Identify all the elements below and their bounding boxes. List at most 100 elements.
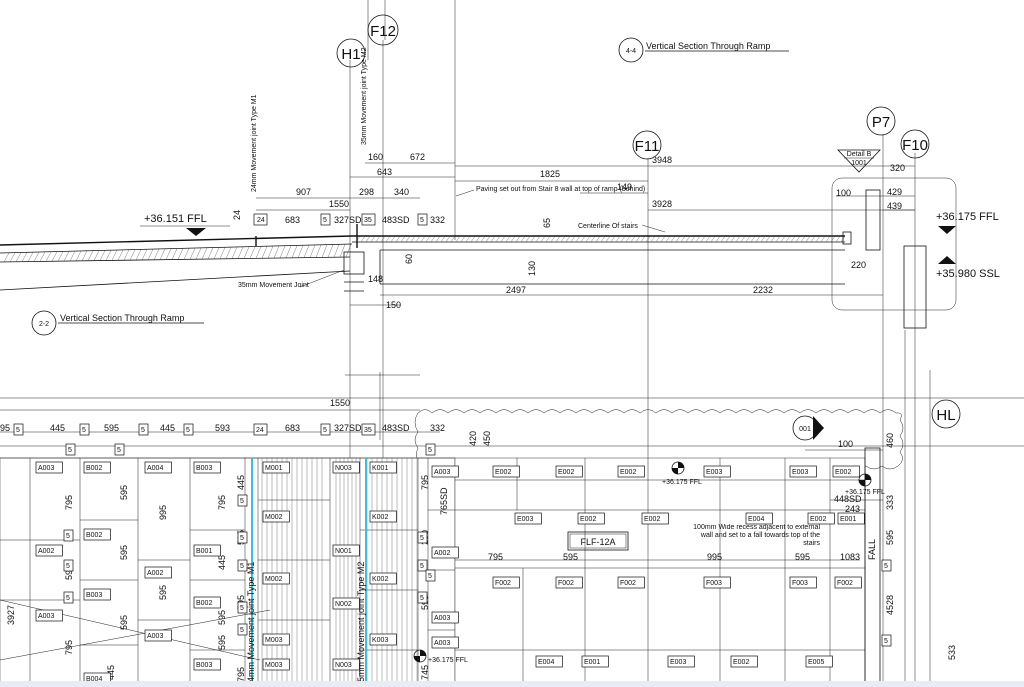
tile-tag: E003 — [667, 655, 695, 668]
tile-tag: E003 — [789, 465, 817, 478]
svg-text:+36.175 FFL: +36.175 FFL — [428, 657, 468, 664]
svg-text:1825: 1825 — [540, 169, 560, 179]
svg-text:100: 100 — [836, 188, 851, 198]
svg-text:429: 429 — [887, 187, 902, 197]
svg-text:130: 130 — [527, 261, 537, 276]
tile-tag: M003 — [262, 633, 290, 646]
svg-text:+36.151 FFL: +36.151 FFL — [144, 213, 207, 225]
tile-tag: E002 — [555, 465, 583, 478]
level-left: +36.151 FFL — [140, 213, 230, 236]
svg-text:593: 593 — [215, 423, 230, 433]
svg-text:595: 595 — [563, 552, 578, 562]
tile-tag: M001 — [262, 461, 290, 474]
svg-text:5: 5 — [420, 535, 424, 542]
svg-text:160: 160 — [368, 152, 383, 162]
tile-tag: E003 — [514, 512, 542, 525]
tile-tag: E001 — [581, 655, 609, 668]
svg-text:683: 683 — [285, 423, 300, 433]
dim-box: 5 — [63, 591, 74, 604]
tile-tag: E004 — [535, 655, 563, 668]
spot-level-3: +36.175 FFL — [413, 649, 468, 664]
tile-tag: M003 — [262, 658, 290, 671]
svg-text:5: 5 — [240, 563, 244, 570]
svg-text:95: 95 — [0, 423, 10, 433]
svg-text:2497: 2497 — [506, 285, 526, 295]
dim-box: 5 — [114, 443, 125, 456]
svg-text:5: 5 — [323, 427, 327, 434]
plan-paving-area — [454, 447, 883, 687]
tile-tag: E002 — [641, 512, 669, 525]
svg-text:5: 5 — [420, 563, 424, 570]
svg-text:24: 24 — [232, 210, 242, 220]
svg-text:595: 595 — [119, 615, 129, 630]
tile-tag-label: B002 — [86, 465, 102, 472]
svg-text:5: 5 — [16, 427, 20, 434]
svg-text:595: 595 — [885, 530, 895, 545]
tile-tag: E002 — [577, 512, 605, 525]
svg-text:148: 148 — [368, 274, 383, 284]
plan-notes: FLF-12A 100mm Wide recess adjacent to ex… — [246, 524, 877, 687]
tile-tags: A003A002A003B002B002B003B004A004A002A003… — [35, 443, 892, 685]
section-dim-labels: 160 672 643 1825 3948 907 298 340 149 39… — [232, 152, 905, 310]
svg-text:795: 795 — [64, 495, 74, 510]
dim-box: 5 — [63, 529, 74, 542]
tile-tag-label: E002 — [835, 469, 851, 476]
svg-text:5: 5 — [240, 605, 244, 612]
svg-text:595: 595 — [795, 552, 810, 562]
svg-text:+35.980 SSL: +35.980 SSL — [936, 268, 1000, 280]
tile-tag: A003 — [431, 465, 459, 478]
tile-tag-label: A003 — [434, 469, 450, 476]
tile-tag-label: A003 — [38, 465, 54, 472]
tile-tag-label: E003 — [792, 469, 808, 476]
svg-text:65: 65 — [542, 218, 552, 228]
grid-bubble-h1: H1 — [336, 38, 366, 68]
tile-tag-label: M003 — [265, 637, 283, 644]
svg-text:35mm Movement Joint: 35mm Movement Joint — [238, 282, 309, 289]
dim-box: 5 — [138, 423, 149, 436]
svg-text:907: 907 — [296, 187, 311, 197]
svg-text:Paving set out from Stair 8 wa: Paving set out from Stair 8 wall at top … — [476, 186, 645, 193]
svg-text:765SD: 765SD — [439, 487, 449, 515]
tile-tag-label: N002 — [335, 601, 352, 608]
svg-text:643: 643 — [377, 167, 392, 177]
tile-tag-label: F003 — [706, 580, 722, 587]
tile-tag: K002 — [369, 510, 397, 523]
dim-box: 5 — [881, 559, 892, 572]
tile-tag-label: A003 — [147, 633, 163, 640]
svg-text:5: 5 — [82, 427, 86, 434]
tile-tag-label: E002 — [733, 659, 749, 666]
svg-text:1550: 1550 — [330, 398, 350, 408]
svg-text:35: 35 — [364, 427, 372, 434]
level-right-ssl: +35.980 SSL — [936, 256, 1000, 280]
svg-text:995: 995 — [158, 505, 168, 520]
svg-text:1001: 1001 — [851, 160, 867, 167]
dim-box: 24 — [253, 213, 268, 226]
svg-text:P7: P7 — [872, 114, 890, 131]
svg-text:1550: 1550 — [329, 199, 349, 209]
svg-text:Centerline Of stairs: Centerline Of stairs — [578, 223, 638, 230]
tile-tag: B002 — [193, 596, 221, 609]
tile-tag: F003 — [703, 576, 731, 589]
svg-text:595: 595 — [217, 610, 227, 625]
dim-box: 5 — [237, 531, 248, 544]
section-tag: 2-2 — [39, 321, 49, 328]
dim-box: 5 — [417, 559, 428, 572]
tile-tag-label: E004 — [748, 516, 764, 523]
detail-b-tag: Detail B 1001 — [837, 149, 881, 173]
grid-bubble-f10: F10 — [900, 129, 930, 159]
tile-tag: E004 — [745, 512, 773, 525]
tile-tag-label: A003 — [434, 615, 450, 622]
svg-text:445: 445 — [236, 475, 246, 490]
svg-text:F12: F12 — [370, 23, 396, 40]
svg-text:5: 5 — [420, 217, 424, 224]
svg-text:450: 450 — [482, 431, 492, 446]
section-title-2-2: 2-2 Vertical Section Through Ramp — [31, 310, 204, 336]
tile-tag: F002 — [617, 576, 645, 589]
tile-tag-label: B003 — [196, 465, 212, 472]
svg-text:24: 24 — [257, 217, 265, 224]
svg-text:795: 795 — [420, 475, 430, 490]
svg-text:445: 445 — [160, 423, 175, 433]
tile-tag-label: E001 — [584, 659, 600, 666]
